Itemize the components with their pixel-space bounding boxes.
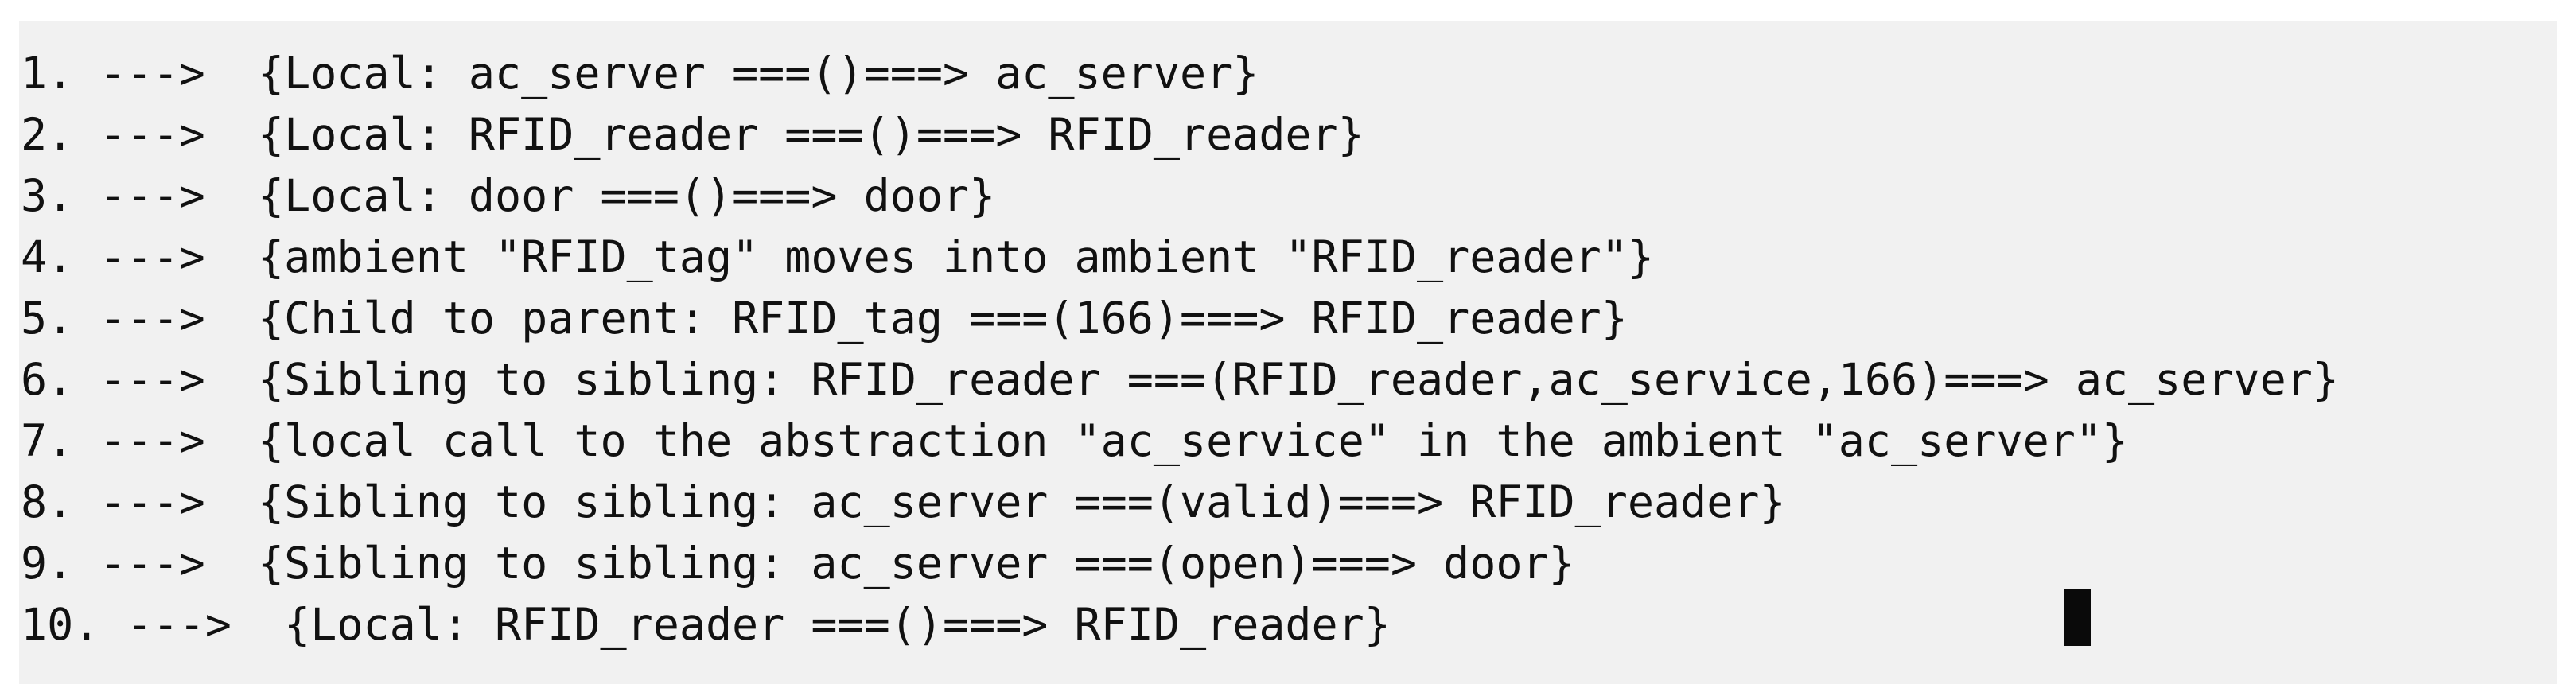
text-cursor [2064,589,2091,646]
line-arrow: ---> [73,170,232,221]
line-message: {ambient "RFID_tag" moves into ambient "… [231,231,1655,282]
line-message: {Sibling to sibling: ac_server ===(open)… [231,538,1575,589]
line-number: 1. [21,48,74,99]
line-arrow: ---> [73,476,232,527]
log-line: 10. ---> {Local: RFID_reader ===()===> R… [21,594,2339,655]
line-arrow: ---> [73,48,232,99]
line-number: 5. [21,293,74,344]
log-line: 6. ---> {Sibling to sibling: RFID_reader… [21,349,2339,410]
line-arrow: ---> [73,293,232,344]
line-number: 9. [21,538,74,589]
line-number: 7. [21,415,74,466]
line-message: {Sibling to sibling: RFID_reader ===(RFI… [231,354,2339,405]
line-message: {Local: door ===()===> door} [231,170,996,221]
line-message: {Local: RFID_reader ===()===> RFID_reade… [258,599,1391,650]
line-arrow: ---> [73,538,232,589]
line-arrow: ---> [73,354,232,405]
log-line: 9. ---> {Sibling to sibling: ac_server =… [21,533,2339,594]
terminal-output-panel: 1. ---> {Local: ac_server ===()===> ac_s… [19,21,2557,684]
log-line: 7. ---> {local call to the abstraction "… [21,410,2339,472]
line-number: 2. [21,109,74,160]
line-message: {Child to parent: RFID_tag ===(166)===> … [231,293,1628,344]
line-number: 3. [21,170,74,221]
line-number: 10. [21,599,100,650]
log-lines: 1. ---> {Local: ac_server ===()===> ac_s… [21,43,2339,655]
line-arrow: ---> [73,109,232,160]
line-message: {Local: ac_server ===()===> ac_server} [231,48,1259,99]
log-line: 5. ---> {Child to parent: RFID_tag ===(1… [21,288,2339,349]
log-line: 3. ---> {Local: door ===()===> door} [21,165,2339,227]
line-arrow: ---> [73,415,232,466]
log-line: 4. ---> {ambient "RFID_tag" moves into a… [21,227,2339,288]
log-line: 8. ---> {Sibling to sibling: ac_server =… [21,472,2339,533]
line-arrow: ---> [99,599,259,650]
line-number: 4. [21,231,74,282]
log-line: 1. ---> {Local: ac_server ===()===> ac_s… [21,43,2339,104]
line-arrow: ---> [73,231,232,282]
log-line: 2. ---> {Local: RFID_reader ===()===> RF… [21,104,2339,165]
line-message: {local call to the abstraction "ac_servi… [231,415,2129,466]
line-number: 8. [21,476,74,527]
line-number: 6. [21,354,74,405]
line-message: {Sibling to sibling: ac_server ===(valid… [231,476,1786,527]
line-message: {Local: RFID_reader ===()===> RFID_reade… [231,109,1364,160]
